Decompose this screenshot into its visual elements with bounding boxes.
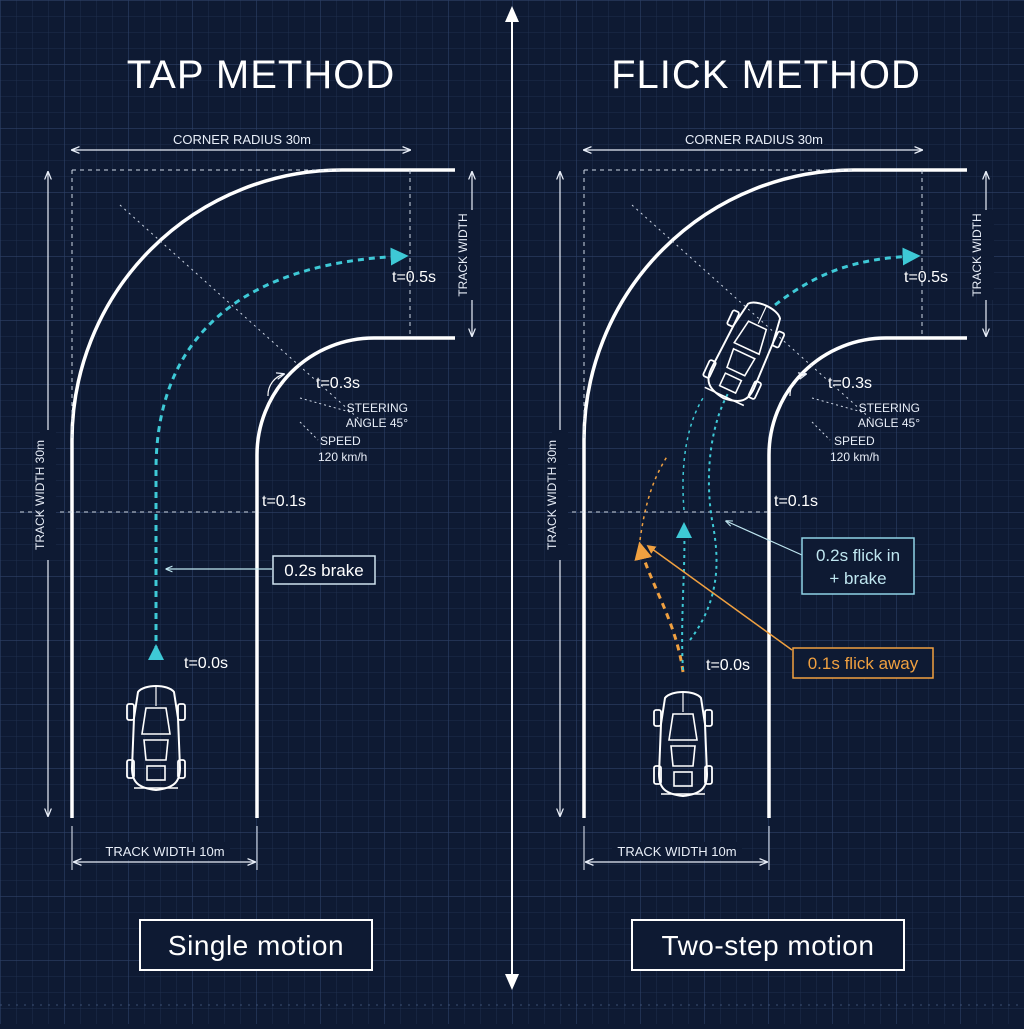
brake-callout-box bbox=[272, 555, 376, 585]
flick-in-callout-line1: 0.2s flick in bbox=[816, 546, 900, 565]
flick-method-title: FLICK METHOD bbox=[611, 53, 921, 97]
time-label-0-5s: t=0.5s bbox=[904, 269, 948, 286]
single-motion-caption-box bbox=[139, 919, 373, 971]
construction-lines bbox=[20, 169, 411, 513]
time-label-0-1s: t=0.1s bbox=[262, 493, 306, 510]
track-inner-edge bbox=[255, 336, 455, 818]
track-width-side-label: TRACK WIDTH bbox=[456, 213, 470, 296]
tap-method-panel: TAP METHOD CORNER RADIUS 30m TRACK WIDTH… bbox=[20, 53, 480, 971]
steering-label-line1: STEERING bbox=[859, 401, 920, 415]
flick-method-panel: FLICK METHOD CORNER RADIUS 30m TRACK WID… bbox=[545, 53, 994, 971]
time-label-0-3s: t=0.3s bbox=[316, 375, 360, 392]
brake-callout-label: 0.2s brake bbox=[284, 561, 363, 580]
start-arrow-icon bbox=[676, 522, 692, 538]
flick-away-path-orange bbox=[634, 541, 685, 673]
speed-label-line1: SPEED bbox=[834, 434, 875, 448]
track-width-bottom-label: TRACK WIDTH 10m bbox=[617, 844, 736, 859]
time-label-0-5s: t=0.5s bbox=[392, 269, 436, 286]
corner-radius-label: CORNER RADIUS 30m bbox=[173, 132, 311, 147]
racing-line-teal bbox=[774, 247, 921, 307]
track-outer-edge bbox=[582, 168, 967, 818]
flick-away-callout-box bbox=[792, 647, 934, 679]
time-label-0-3s: t=0.3s bbox=[828, 375, 872, 392]
steering-label-line1: STEERING bbox=[347, 401, 408, 415]
time-label-0-0s: t=0.0s bbox=[184, 655, 228, 672]
speed-label-line2: 120 km/h bbox=[830, 450, 879, 464]
two-step-motion-caption-box bbox=[631, 919, 905, 971]
single-motion-caption: Single motion bbox=[168, 930, 344, 961]
speed-label-line1: SPEED bbox=[320, 434, 361, 448]
start-arrow-icon bbox=[148, 644, 164, 660]
track-width-left-label: TRACK WIDTH 30m bbox=[545, 440, 559, 550]
speed-label-line2: 120 km/h bbox=[318, 450, 367, 464]
flick-in-callout-box bbox=[801, 537, 915, 595]
two-step-motion-caption: Two-step motion bbox=[662, 930, 875, 961]
track-width-left-label: TRACK WIDTH 30m bbox=[33, 440, 47, 550]
tap-method-title: TAP METHOD bbox=[127, 53, 396, 97]
track-width-side-label: TRACK WIDTH bbox=[970, 213, 984, 296]
flick-in-callout-line2: + brake bbox=[829, 569, 886, 588]
steering-label-line2: ANGLE 45° bbox=[346, 416, 408, 430]
flick-away-callout-label: 0.1s flick away bbox=[808, 654, 919, 673]
steering-label-line2: ANGLE 45° bbox=[858, 416, 920, 430]
track-outer-edge bbox=[70, 168, 455, 818]
center-divider bbox=[505, 6, 519, 990]
construction-lines bbox=[556, 169, 923, 513]
track-width-bottom-label: TRACK WIDTH 10m bbox=[105, 844, 224, 859]
time-label-0-0s: t=0.0s bbox=[706, 657, 750, 674]
flick-in-path-teal bbox=[681, 529, 686, 671]
corner-radius-label: CORNER RADIUS 30m bbox=[685, 132, 823, 147]
time-label-0-1s: t=0.1s bbox=[774, 493, 818, 510]
